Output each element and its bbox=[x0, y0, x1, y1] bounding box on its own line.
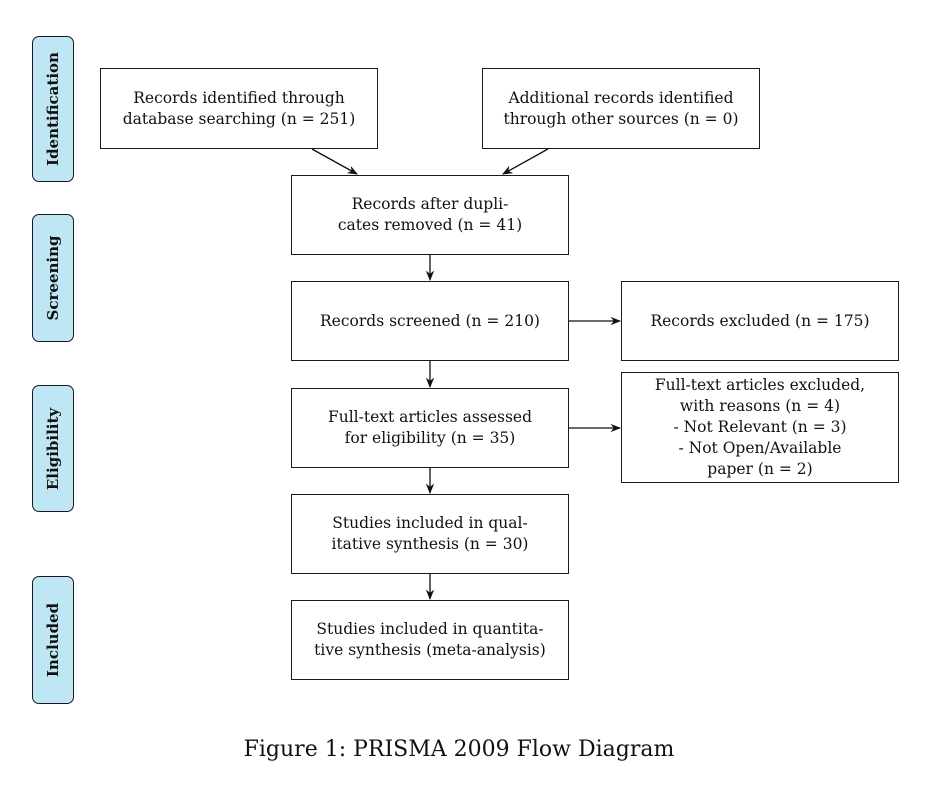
phase-identification: Identification bbox=[32, 36, 74, 182]
box-other-sources-text: Additional records identified through ot… bbox=[503, 88, 739, 128]
arrow-other-to-duplicates bbox=[502, 148, 549, 175]
box-duplicates-removed: Records after dupli- cates removed (n = … bbox=[291, 175, 569, 255]
phase-included: Included bbox=[32, 576, 74, 704]
box-excluded-text: Records excluded (n = 175) bbox=[650, 311, 870, 330]
arrow-database-to-duplicates bbox=[311, 148, 358, 175]
box-quantitative: Studies included in quantita- tive synth… bbox=[291, 600, 569, 680]
box-fulltext-assessed-text: Full-text articles assessed for eligibil… bbox=[327, 408, 533, 447]
figure-caption: Figure 1: PRISMA 2009 Flow Diagram bbox=[243, 737, 675, 762]
phase-eligibility: Eligibility bbox=[32, 385, 74, 512]
box-screened-text: Records screened (n = 210) bbox=[320, 311, 540, 330]
box-duplicates-removed-text: Records after dupli- cates removed (n = … bbox=[337, 195, 523, 234]
box-other-sources: Additional records identified through ot… bbox=[482, 68, 760, 149]
box-fulltext-excluded-text: Full-text articles excluded, with reason… bbox=[654, 376, 866, 478]
box-fulltext-excluded: Full-text articles excluded, with reason… bbox=[621, 372, 899, 483]
box-database-records-text: Records identified through database sear… bbox=[122, 88, 356, 128]
box-fulltext-assessed: Full-text articles assessed for eligibil… bbox=[291, 388, 569, 468]
box-qualitative-text: Studies included in qual- itative synthe… bbox=[331, 514, 529, 553]
box-screened: Records screened (n = 210) bbox=[291, 281, 569, 361]
box-qualitative: Studies included in qual- itative synthe… bbox=[291, 494, 569, 574]
box-database-records: Records identified through database sear… bbox=[100, 68, 378, 149]
phase-screening: Screening bbox=[32, 214, 74, 342]
box-excluded: Records excluded (n = 175) bbox=[621, 281, 899, 361]
box-quantitative-text: Studies included in quantita- tive synth… bbox=[314, 620, 546, 659]
